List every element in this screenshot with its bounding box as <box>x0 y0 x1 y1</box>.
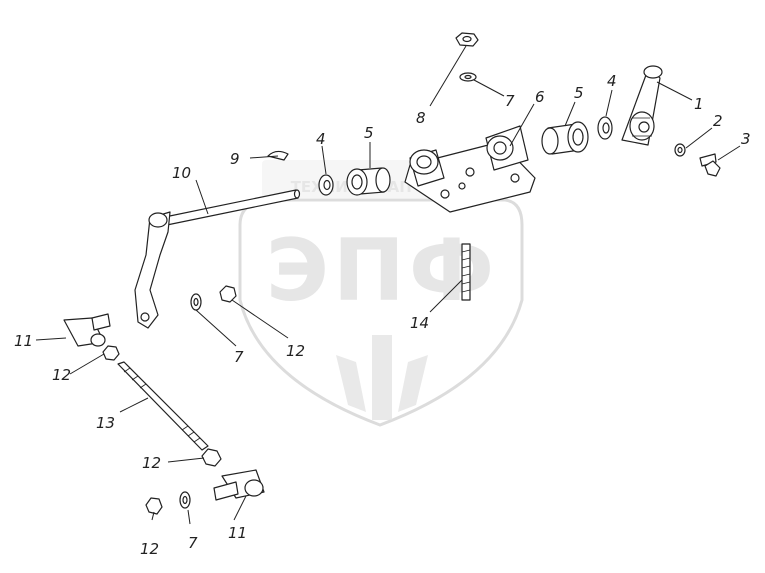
callout-11-top: 11 <box>14 332 33 350</box>
part-5-bushing-right <box>541 121 589 155</box>
part-4-washer-left <box>318 174 334 196</box>
part-11-fitting-bottom <box>213 469 265 501</box>
part-7-spring-washer-top <box>459 72 477 82</box>
part-8-nut <box>455 32 479 47</box>
watermark-wheat-icon <box>336 335 428 420</box>
callout-4-right: 4 <box>607 72 617 90</box>
part-4-washer-right <box>597 116 613 140</box>
part-7-spring-washer-bottom <box>179 491 191 509</box>
callout-14: 14 <box>410 314 429 332</box>
callout-7-bottom: 7 <box>188 534 198 552</box>
callout-7-middle: 7 <box>234 348 244 366</box>
part-13-threaded-rod <box>117 361 209 451</box>
part-11-fitting-top <box>63 313 111 347</box>
watermark-big-text: ЭПФ <box>266 221 498 321</box>
part-9-key <box>267 150 289 161</box>
callout-11-bottom: 11 <box>228 524 247 542</box>
callout-4-left: 4 <box>316 130 326 148</box>
part-1-lever <box>621 65 663 146</box>
callout-2: 2 <box>713 112 723 130</box>
part-12-nut-3 <box>201 448 222 467</box>
callout-7-top: 7 <box>505 92 515 110</box>
callout-5-left: 5 <box>364 124 374 142</box>
part-3-bolt <box>699 153 721 177</box>
part-12-nut-4 <box>145 497 163 515</box>
part-14-stud <box>461 243 471 301</box>
callout-12-a: 12 <box>52 366 71 384</box>
callout-13: 13 <box>96 414 115 432</box>
callout-10: 10 <box>172 164 191 182</box>
callout-8: 8 <box>416 109 426 127</box>
callout-12-b: 12 <box>286 342 305 360</box>
callout-6: 6 <box>535 88 545 106</box>
part-7-spring-washer-middle <box>190 293 202 311</box>
part-5-bushing-left <box>346 167 391 196</box>
part-2-washer <box>674 143 686 157</box>
part-10-shaft-arm <box>134 189 301 329</box>
callout-1: 1 <box>694 95 704 113</box>
callout-5-right: 5 <box>574 84 584 102</box>
callout-9: 9 <box>230 150 240 168</box>
callout-12-d: 12 <box>140 540 159 558</box>
callout-3: 3 <box>741 130 751 148</box>
part-6-bracket <box>404 125 536 213</box>
leader-lines <box>35 45 741 525</box>
part-12-nut-1 <box>219 285 237 303</box>
callout-12-c: 12 <box>142 454 161 472</box>
part-12-nut-2 <box>102 345 120 361</box>
